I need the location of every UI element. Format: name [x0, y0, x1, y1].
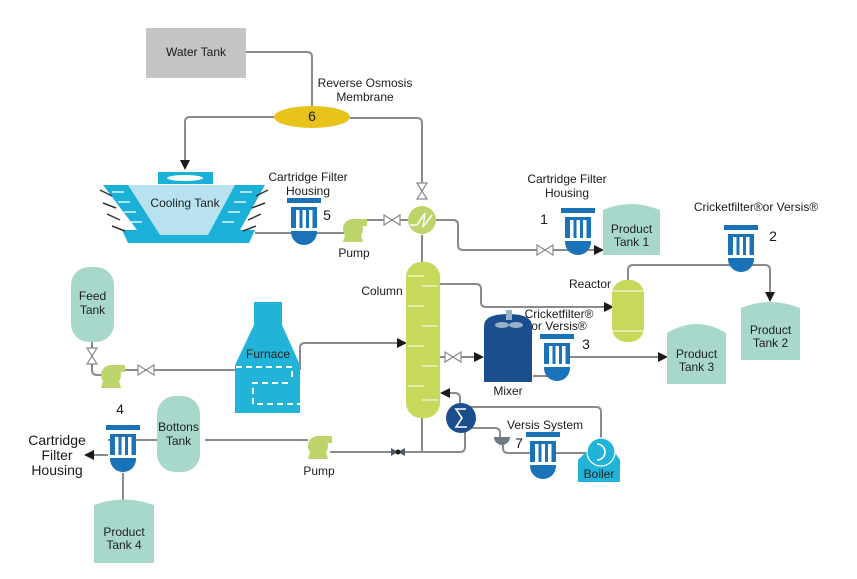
pipe-feed-to-pump — [91, 341, 104, 376]
pipe-exchanger-to-column-return — [440, 388, 461, 406]
ro-membrane-label-2: Membrane — [336, 90, 394, 104]
valve-feed-pump[interactable] — [137, 364, 155, 376]
furnace-label: Furnace — [245, 347, 291, 361]
bottoms-tank[interactable] — [157, 396, 200, 472]
cooling-tank[interactable] — [99, 172, 269, 243]
filter-4[interactable] — [106, 425, 140, 472]
boiler[interactable] — [578, 437, 620, 482]
filter-3-number: 3 — [582, 336, 590, 352]
versis-system-number: 7 — [515, 435, 523, 451]
pipe-water-to-membrane — [246, 51, 313, 108]
column-label: Column — [361, 284, 403, 298]
pipe-reactor-to-tank2 — [627, 264, 775, 302]
water-tank[interactable] — [146, 28, 246, 78]
product-tank-3-line1: Product — [675, 347, 718, 361]
mixer-impeller-icon — [495, 322, 509, 328]
product-tank-4-line1: Product — [103, 525, 145, 539]
reactor-label: Reactor — [568, 277, 612, 291]
filter-4-number: 4 — [116, 401, 124, 417]
filter-1[interactable] — [561, 208, 595, 255]
pump-top-label: Pump — [338, 246, 370, 260]
product-tank-3[interactable] — [667, 324, 726, 384]
valve-membrane-line[interactable] — [416, 182, 428, 200]
furnace[interactable] — [235, 302, 300, 413]
filter-2-number: 2 — [769, 228, 777, 244]
cartridge-outlet-line3: Housing — [31, 462, 83, 478]
fan-icon — [167, 175, 203, 181]
product-tank-1[interactable] — [603, 204, 660, 255]
ro-membrane-label-1: Reverse Osmosis — [317, 76, 413, 90]
product-tank-2-line1: Product — [749, 323, 792, 337]
filter-5-number: 5 — [323, 207, 331, 223]
pipe-pump-to-exchanger2 — [330, 432, 466, 453]
feed-tank[interactable] — [71, 267, 114, 342]
valve-mixer-line[interactable] — [444, 351, 462, 363]
bottoms-tank-line2: Tank — [165, 434, 192, 448]
pipe-furnace-to-column — [299, 338, 407, 370]
valve-feed-tank[interactable] — [86, 347, 98, 365]
mixer[interactable] — [484, 310, 532, 382]
pipe-trap-to-versis — [502, 445, 530, 454]
valve-bottom-line[interactable] — [391, 448, 405, 456]
filter-1-label-2: Housing — [544, 186, 590, 200]
cartridge-outlet-line2: Filter — [41, 447, 73, 463]
pump-bottom-label: Pump — [303, 464, 335, 478]
boiler-label: Boiler — [583, 467, 615, 481]
filter-1-number: 1 — [540, 211, 548, 227]
ro-membrane-number: 6 — [308, 108, 316, 124]
bottoms-tank-line1: Bottons — [158, 420, 199, 434]
pipe-membrane-to-exchanger — [350, 117, 423, 196]
mixer-label: Mixer — [493, 384, 523, 398]
valve-pump-line[interactable] — [383, 214, 401, 226]
filter-2-label: Cricketfilter®or Versis® — [693, 200, 819, 214]
versis-system-label: Versis System — [506, 418, 584, 432]
filter-1-label-1: Cartridge Filter — [527, 172, 607, 186]
cartridge-outlet-line1: Cartridge — [28, 432, 86, 448]
feed-tank-line1: Feed — [78, 289, 107, 303]
product-tank-1-line1: Product — [610, 222, 653, 236]
pipe-exchanger-to-trap — [470, 427, 501, 438]
steam-trap[interactable] — [494, 437, 510, 445]
product-tank-2[interactable] — [741, 302, 800, 360]
pump-bottom[interactable] — [308, 436, 332, 459]
filter-5-label-2: Housing — [285, 184, 331, 198]
feed-tank-line2: Tank — [79, 303, 106, 317]
heat-exchanger-top[interactable] — [408, 206, 436, 234]
cooling-tank-label: Cooling Tank — [150, 196, 220, 210]
product-tank-4-line2: Tank 4 — [106, 538, 142, 552]
pump-top[interactable] — [343, 219, 367, 242]
pipe-exchanger-to-boiler — [470, 406, 602, 440]
filter-7-versis[interactable] — [526, 432, 560, 479]
filter-3-label-2: or Versis® — [531, 319, 587, 333]
filter-3[interactable] — [540, 334, 574, 381]
water-tank-label: Water Tank — [165, 45, 227, 59]
pump-feed[interactable] — [101, 365, 125, 388]
product-tank-2-line2: Tank 2 — [752, 336, 789, 350]
pipe-exchanger-to-filter1 — [436, 219, 578, 251]
sigma-icon — [454, 408, 467, 428]
product-tank-3-line2: Tank 3 — [678, 360, 715, 374]
column[interactable] — [406, 262, 440, 418]
filter-5[interactable] — [287, 198, 321, 245]
filter-3-label-1: Cricketfilter® — [524, 307, 594, 321]
product-tank-1-line2: Tank 1 — [613, 235, 650, 249]
filter-5-label-1: Cartridge Filter — [268, 170, 348, 184]
reactor[interactable] — [612, 280, 644, 342]
heat-exchanger-bottom[interactable] — [446, 403, 476, 433]
pipe-column-to-reactor — [440, 283, 614, 312]
product-tank-4[interactable] — [94, 499, 154, 564]
valve-filter1-line[interactable] — [536, 244, 554, 256]
pipe-membrane-to-cooling — [180, 116, 275, 170]
ro-membrane[interactable] — [274, 106, 350, 128]
